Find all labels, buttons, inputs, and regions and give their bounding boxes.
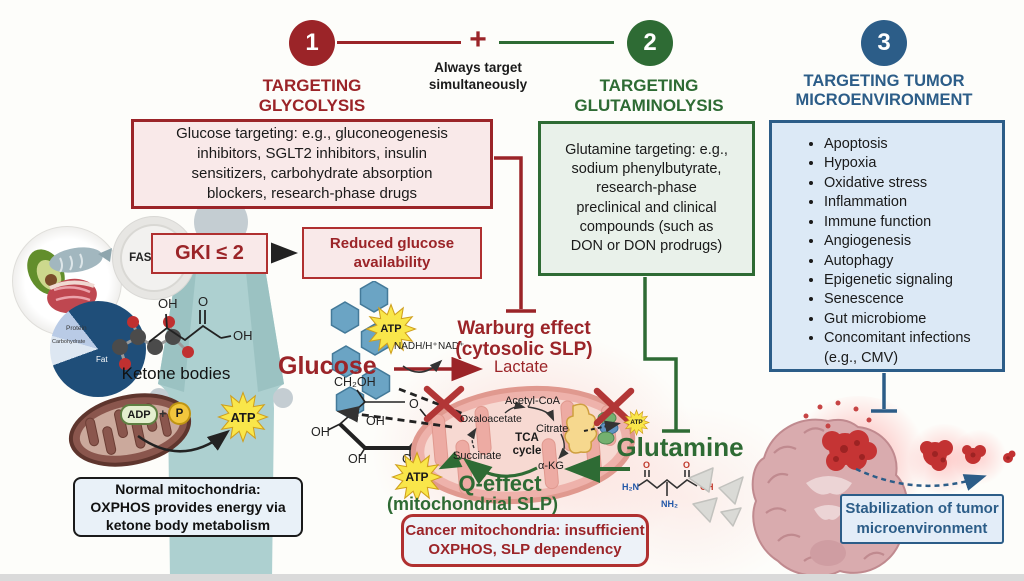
cancer-mitochondria-box: Cancer mitochondria: insufficient OXPHOS… bbox=[401, 514, 649, 567]
atp-label: ATP bbox=[405, 470, 429, 484]
meat-pieces-illustration bbox=[688, 467, 744, 527]
svg-text:O: O bbox=[198, 294, 208, 309]
tme-list-item: Immune function bbox=[824, 213, 994, 232]
citrate-label: Citrate bbox=[536, 423, 569, 435]
glutamine-label: Glutamine bbox=[616, 432, 744, 462]
step2-number-badge: 2 bbox=[627, 20, 673, 66]
q-effect-line1: Q-effect bbox=[458, 471, 542, 496]
reduced-glucose-text: Reduced glucose availability bbox=[329, 234, 455, 272]
akg-label: α-KG bbox=[538, 460, 564, 472]
step1-connector-line bbox=[337, 41, 461, 44]
tme-list-item: Epigenetic signaling bbox=[824, 271, 994, 290]
acetyl-coa-label: Acetyl-CoA bbox=[505, 395, 561, 407]
step3-number-badge: 3 bbox=[861, 20, 907, 66]
svg-text:O: O bbox=[643, 460, 650, 470]
tme-list-item: Gut microbiome bbox=[824, 310, 994, 329]
succinate-label: Succinate bbox=[453, 450, 502, 462]
plus-sign: + bbox=[469, 23, 487, 56]
svg-text:NH₂: NH₂ bbox=[661, 499, 678, 509]
tme-list-item: Oxidative stress bbox=[824, 174, 994, 193]
svg-text:H₂N: H₂N bbox=[622, 482, 639, 492]
step2-connector-line bbox=[499, 41, 614, 44]
nad-label: NAD⁺ bbox=[438, 341, 465, 352]
adp-plus-sign: + bbox=[159, 406, 167, 421]
svg-text:OH: OH bbox=[233, 328, 253, 343]
tme-list-item: Inflammation bbox=[824, 193, 994, 212]
svg-text:CH₂OH: CH₂OH bbox=[334, 375, 376, 389]
keto-food-illustration bbox=[27, 247, 112, 314]
tme-list-item: Hypoxia bbox=[824, 154, 994, 173]
gki-box: GKI ≤ 2 bbox=[151, 233, 268, 274]
reduced-glucose-box: Reduced glucose availability bbox=[302, 227, 482, 279]
tme-list-item: Autophagy bbox=[824, 252, 994, 271]
oxaloacetate-label: Oxaloacetate bbox=[460, 413, 522, 425]
q-effect-label: Q-effect (mitochondrial SLP) bbox=[380, 472, 565, 514]
q-effect-line2: (mitochondrial SLP) bbox=[387, 494, 558, 515]
gki-label: GKI ≤ 2 bbox=[175, 242, 244, 265]
glutaminolysis-targeting-box: Glutamine targeting: e.g., sodium phenyl… bbox=[538, 121, 755, 276]
phosphate-label: P bbox=[175, 407, 184, 420]
glucose-label: Glucose bbox=[278, 352, 377, 380]
tca-cycle-label: TCA cycle bbox=[512, 432, 542, 458]
svg-text:O: O bbox=[683, 460, 690, 470]
svg-text:OH: OH bbox=[366, 414, 385, 428]
tme-list-item: Senescence bbox=[824, 290, 994, 309]
shrinking-tumors-illustration bbox=[920, 440, 1016, 471]
phosphate-circle: P bbox=[168, 402, 191, 425]
bottom-bar bbox=[0, 574, 1024, 581]
step2-title: TARGETING GLUTAMINOLYSIS bbox=[574, 76, 724, 116]
warburg-effect-label: Warburg effect (cytosolic SLP) bbox=[455, 318, 593, 361]
adp-label: ADP bbox=[127, 408, 151, 421]
atp-label: ATP bbox=[630, 419, 643, 426]
svg-text:OH: OH bbox=[311, 425, 330, 439]
glycolysis-targeting-text: Glucose targeting: e.g., gluconeogenesis… bbox=[176, 125, 448, 202]
ketone-3d-molecule bbox=[112, 316, 194, 370]
atp-label: ATP bbox=[380, 323, 402, 335]
ketone-skeletal-formula: OH O OH bbox=[148, 294, 253, 343]
normal-mitochondria-text: Normal mitochondria: OXPHOS provides ene… bbox=[90, 480, 286, 534]
normal-mitochondria-illustration bbox=[68, 393, 192, 467]
tme-list-item: Concomitant infections (e.g., CMV) bbox=[824, 329, 994, 368]
stabilization-text: Stabilization of tumor microenvironment bbox=[845, 499, 999, 537]
always-target-label: Always target simultaneously bbox=[428, 60, 528, 92]
tme-list-item: Angiogenesis bbox=[824, 232, 994, 251]
lactate-label: Lactate bbox=[494, 358, 549, 376]
glutaminolysis-targeting-text: Glutamine targeting: e.g., sodium phenyl… bbox=[565, 142, 728, 254]
pie-fat-label: Fat bbox=[96, 355, 108, 364]
pie-carb-label: Carbohydrate bbox=[52, 339, 86, 345]
tme-list: ApoptosisHypoxiaOxidative stressInflamma… bbox=[798, 135, 994, 368]
glycolysis-targeting-box: Glucose targeting: e.g., gluconeogenesis… bbox=[131, 119, 493, 209]
adp-pill: ADP bbox=[120, 404, 158, 425]
ketone-bodies-label: Ketone bodies bbox=[121, 364, 231, 383]
cancer-mitochondria-text: Cancer mitochondria: insufficient OXPHOS… bbox=[405, 521, 645, 558]
tme-targeting-box: ApoptosisHypoxiaOxidative stressInflamma… bbox=[769, 120, 1005, 372]
nadh-label: NADH/H⁺ bbox=[394, 341, 438, 352]
tme-list-item: Apoptosis bbox=[824, 135, 994, 154]
svg-text:OH: OH bbox=[348, 452, 367, 464]
normal-mitochondria-box: Normal mitochondria: OXPHOS provides ene… bbox=[73, 477, 303, 537]
pie-protein-label: Protein bbox=[66, 325, 87, 332]
stabilization-box: Stabilization of tumor microenvironment bbox=[840, 494, 1004, 544]
atp-label: ATP bbox=[230, 409, 256, 425]
svg-text:OH: OH bbox=[158, 296, 178, 311]
step3-title: TARGETING TUMOR MICROENVIRONMENT bbox=[795, 72, 973, 110]
step1-number-badge: 1 bbox=[289, 20, 335, 66]
step1-title: TARGETING GLYCOLYSIS bbox=[258, 76, 366, 116]
